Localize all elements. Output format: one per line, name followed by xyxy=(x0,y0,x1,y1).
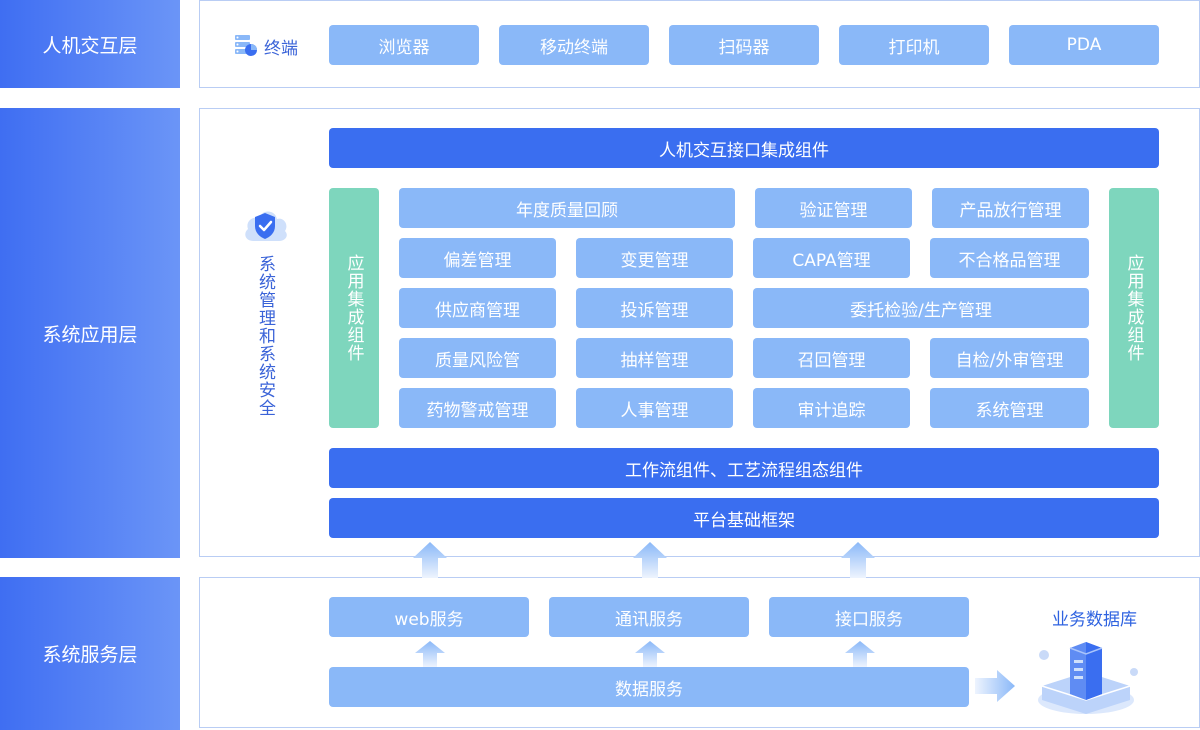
layer-label-service: 系统服务层 xyxy=(0,577,180,730)
device-printer: 打印机 xyxy=(839,25,989,65)
terminal-label: 终端 xyxy=(264,39,298,59)
layer-label-interaction: 人机交互层 xyxy=(0,0,180,88)
layer-label-application: 系统应用层 xyxy=(0,108,180,558)
module-product-release: 产品放行管理 xyxy=(932,188,1089,228)
platform-bar: 平台基础框架 xyxy=(329,498,1159,538)
device-scanner: 扫码器 xyxy=(669,25,819,65)
arrow-up-icon xyxy=(635,641,665,671)
module-annual-quality-review: 年度质量回顾 xyxy=(399,188,735,228)
service-interface: 接口服务 xyxy=(769,597,969,637)
arrow-up-icon xyxy=(841,542,875,582)
module-audit-trail: 审计追踪 xyxy=(753,388,910,428)
app-integration-left: 应用集成组件 xyxy=(329,188,379,428)
module-recall: 召回管理 xyxy=(753,338,910,378)
module-outsourced-inspection: 委托检验/生产管理 xyxy=(753,288,1089,328)
device-pda: PDA xyxy=(1009,25,1159,65)
device-browser: 浏览器 xyxy=(329,25,479,65)
security-label: 系统管理和系统安全 xyxy=(255,255,275,417)
module-personnel: 人事管理 xyxy=(576,388,733,428)
data-service-bar: 数据服务 xyxy=(329,667,969,707)
module-capa: CAPA管理 xyxy=(753,238,910,278)
module-nonconforming: 不合格品管理 xyxy=(930,238,1089,278)
database-label: 业务数据库 xyxy=(1052,610,1137,630)
arrow-up-icon xyxy=(633,542,667,582)
module-change: 变更管理 xyxy=(576,238,733,278)
service-web: web服务 xyxy=(329,597,529,637)
module-deviation: 偏差管理 xyxy=(399,238,556,278)
module-pharmacovigilance: 药物警戒管理 xyxy=(399,388,556,428)
server-database-icon xyxy=(1030,628,1142,724)
arrow-up-icon xyxy=(845,641,875,671)
module-sampling: 抽样管理 xyxy=(576,338,733,378)
arrow-right-icon xyxy=(975,670,1015,706)
device-mobile: 移动终端 xyxy=(499,25,649,65)
module-supplier: 供应商管理 xyxy=(399,288,556,328)
module-validation: 验证管理 xyxy=(755,188,912,228)
arrow-up-icon xyxy=(415,641,445,671)
service-communication: 通讯服务 xyxy=(549,597,749,637)
module-complaint: 投诉管理 xyxy=(576,288,733,328)
app-integration-right: 应用集成组件 xyxy=(1109,188,1159,428)
module-system-management: 系统管理 xyxy=(930,388,1089,428)
shield-cloud-icon xyxy=(241,203,289,247)
workflow-bar: 工作流组件、工艺流程组态组件 xyxy=(329,448,1159,488)
module-self-audit: 自检/外审管理 xyxy=(930,338,1089,378)
hmi-integration-bar: 人机交互接口集成组件 xyxy=(329,128,1159,168)
module-quality-risk: 质量风险管 xyxy=(399,338,556,378)
terminal-icon xyxy=(234,33,258,57)
arrow-up-icon xyxy=(413,542,447,582)
